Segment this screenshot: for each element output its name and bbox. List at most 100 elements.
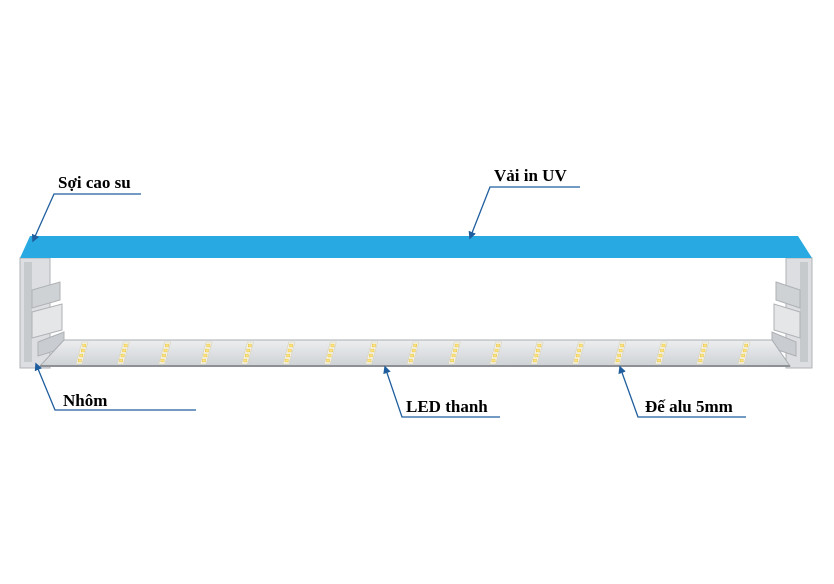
leader-lines [31, 186, 746, 418]
led-bar [241, 341, 254, 365]
label-aluminum: Nhôm [63, 391, 107, 410]
led-chip [574, 358, 578, 363]
led-chip [329, 348, 333, 353]
led-chip [205, 348, 209, 353]
led-chip [122, 348, 126, 353]
led-chip [741, 353, 745, 358]
led-bar [116, 341, 130, 365]
label-alu-base: Đế alu 5mm [645, 397, 733, 416]
led-chip [450, 358, 454, 363]
led-chip [327, 353, 332, 358]
led-chip [163, 348, 168, 353]
led-chip [496, 343, 500, 348]
led-chip [202, 358, 206, 363]
led-bar [199, 341, 213, 365]
led-chip [160, 358, 165, 363]
led-chip [82, 343, 87, 348]
led-chip [287, 348, 292, 353]
leader-rubber [31, 193, 141, 243]
led-chip [411, 348, 416, 353]
led-bars [75, 341, 751, 365]
led-chip [701, 348, 706, 353]
led-chip [658, 353, 663, 358]
leader-fabric [468, 186, 580, 240]
label-rubber-strip: Sợi cao su [58, 173, 131, 192]
led-chip [123, 343, 128, 348]
led-chip [330, 343, 335, 348]
led-chip [165, 343, 169, 348]
led-bar [737, 341, 751, 365]
led-chip [286, 353, 290, 358]
led-bar [365, 341, 379, 365]
led-bar [696, 341, 710, 365]
led-bar [654, 341, 668, 365]
led-chip [453, 348, 457, 353]
led-chip [493, 353, 497, 358]
led-bar [447, 341, 461, 365]
led-chip [739, 358, 744, 363]
led-chip [369, 353, 373, 358]
led-bar [282, 341, 296, 365]
led-bar [158, 341, 172, 365]
led-chip [326, 358, 330, 363]
led-chip [162, 353, 166, 358]
led-chip [410, 353, 415, 358]
led-chip [408, 358, 413, 363]
led-chip [534, 353, 539, 358]
led-chip [742, 348, 747, 353]
led-chip [615, 358, 620, 363]
led-chip [618, 348, 623, 353]
led-chip [206, 343, 211, 348]
led-chip [120, 353, 125, 358]
led-chip [578, 343, 583, 348]
led-chip [620, 343, 624, 348]
led-chip [79, 353, 84, 358]
led-chip [494, 348, 499, 353]
led-chip [372, 343, 376, 348]
right-aluminum-profile [771, 257, 813, 369]
led-chip [246, 348, 251, 353]
uv-fabric-panel [20, 236, 812, 258]
led-chip [537, 343, 542, 348]
led-chip [367, 358, 372, 363]
label-uv-fabric: Vải in UV [494, 166, 567, 185]
leader-base [618, 365, 746, 418]
led-chip [491, 358, 496, 363]
led-chip [80, 348, 85, 353]
led-chip [617, 353, 621, 358]
led-chip [536, 348, 540, 353]
led-chip [247, 343, 252, 348]
led-bar [406, 341, 420, 365]
led-chip [575, 353, 580, 358]
led-chip [657, 358, 661, 363]
led-chip [451, 353, 456, 358]
led-bar [323, 341, 337, 365]
led-chip [370, 348, 375, 353]
led-bar [489, 341, 503, 365]
led-bar [530, 341, 544, 365]
led-chip [289, 343, 293, 348]
led-chip [244, 353, 249, 358]
leader-aluminum [34, 362, 196, 411]
led-chip [703, 343, 707, 348]
led-chip [700, 353, 704, 358]
led-chip [661, 343, 666, 348]
led-bar [572, 341, 585, 365]
led-chip [533, 358, 537, 363]
led-chip [577, 348, 581, 353]
led-chip [454, 343, 459, 348]
label-led-bar: LED thanh [406, 397, 488, 416]
led-bar [613, 341, 627, 365]
led-chip [243, 358, 248, 363]
led-chip [77, 358, 82, 363]
led-chip [413, 343, 418, 348]
led-chip [744, 343, 748, 348]
led-chip [203, 353, 208, 358]
led-chip [660, 348, 664, 353]
led-chip [119, 358, 123, 363]
led-chip [284, 358, 289, 363]
leader-led [383, 365, 500, 418]
led-chip [698, 358, 703, 363]
led-bar [75, 341, 89, 365]
